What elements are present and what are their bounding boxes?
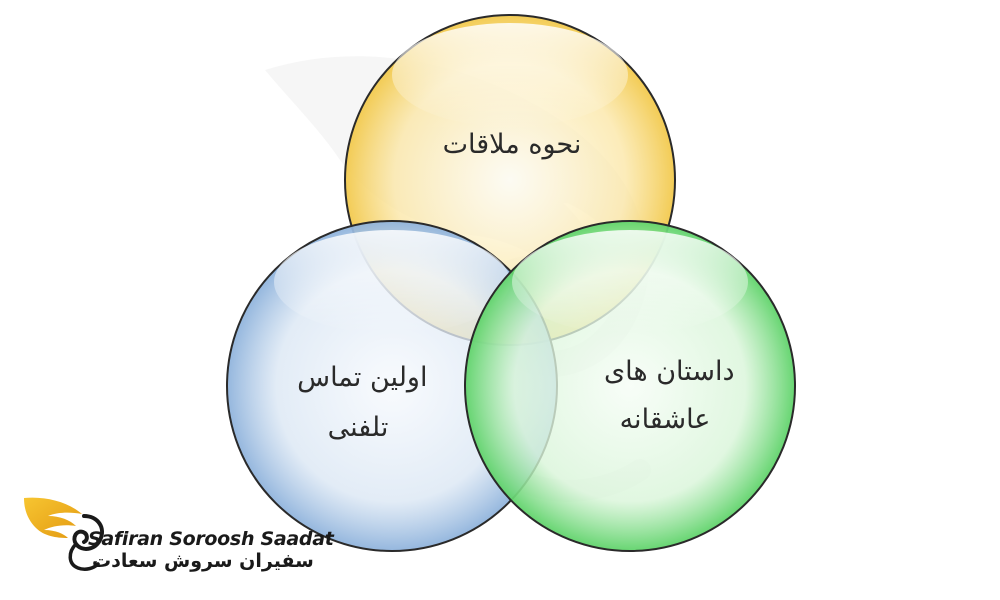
swan-wing-icon: [24, 497, 104, 571]
venn-label-right: داستان های عاشقانه: [595, 356, 734, 435]
brand-logo: Safiran Soroosh Saadat سفیران سروش سعادت: [22, 494, 334, 574]
venn-circle-top-gloss: [392, 23, 628, 127]
venn-label-left-line-2: تلفنی: [328, 412, 389, 443]
brand-name-latin: Safiran Soroosh Saadat: [88, 528, 334, 550]
venn-circle-left-gloss: [274, 230, 510, 334]
venn-label-top: نحوه ملاقات: [443, 129, 582, 160]
venn-label-top-line-1: نحوه ملاقات: [443, 129, 582, 160]
venn-label-left-line-1: اولین تماس: [297, 362, 427, 393]
venn-label-right-line-2: عاشقانه: [620, 404, 711, 435]
venn-circle-right-gloss: [512, 230, 748, 334]
venn-label-right-line-1: داستان های: [604, 356, 735, 387]
venn-circle-right: داستان های عاشقانه: [464, 220, 796, 552]
venn-circle-left: اولین تماس تلفنی: [226, 220, 558, 552]
venn-label-left: اولین تماس تلفنی: [289, 362, 428, 443]
brand-name-persian: سفیران سروش سعادت: [92, 550, 314, 572]
